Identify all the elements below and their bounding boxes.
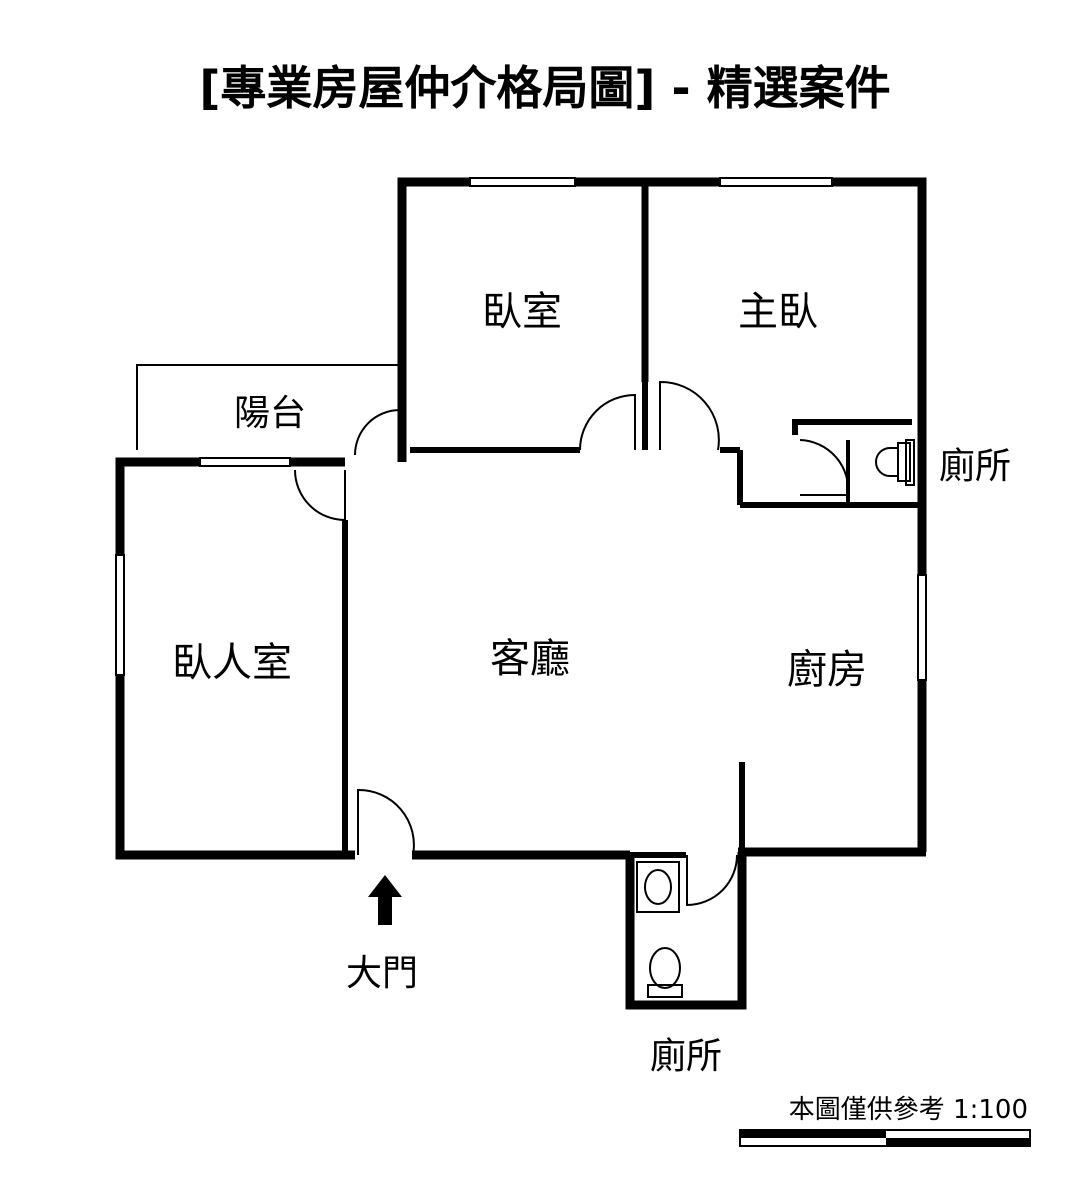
- window-master: [719, 177, 833, 187]
- door-swings: [294, 380, 850, 907]
- label-bedroom: 臥室: [482, 289, 562, 335]
- toilet-south-bowl: [649, 947, 681, 989]
- window-bedroom: [469, 177, 576, 187]
- window-guest-north: [199, 457, 291, 467]
- toilet-east-bowl: [875, 447, 898, 477]
- toilet-east-tank: [897, 442, 911, 482]
- toilet-south-tank: [647, 984, 683, 998]
- label-toilet-east: 廁所: [939, 446, 1011, 487]
- label-guest-room: 臥人室: [172, 640, 292, 686]
- main-door: [357, 788, 415, 856]
- sink-basin: [644, 869, 672, 905]
- guest-room-door: [294, 469, 346, 522]
- scale-bar-segment-bottom: [886, 1138, 1030, 1146]
- window-guest-west: [115, 554, 125, 676]
- sink: [636, 861, 680, 913]
- balcony-door: [354, 408, 401, 456]
- plan-title: [專業房屋仲介格局圖] - 精選案件: [199, 61, 890, 115]
- label-toilet-south: 廁所: [650, 1036, 722, 1077]
- label-master-bedroom: 主臥: [738, 289, 818, 335]
- scale-note: 本圖僅供參考 1:100: [789, 1095, 1028, 1125]
- label-living-room: 客廳: [490, 636, 570, 682]
- entrance-arrow-icon: [368, 875, 402, 925]
- label-balcony: 陽台: [234, 393, 306, 434]
- north-outer-wall: [397, 177, 927, 510]
- toilet-east-door: [799, 439, 850, 496]
- fixtures: [636, 442, 911, 998]
- toilet-east-partition: [792, 419, 912, 435]
- window-kitchen: [917, 574, 927, 681]
- label-kitchen: 廚房: [787, 647, 867, 693]
- toilet-south-walls: [625, 852, 747, 1010]
- label-entrance: 大門: [346, 953, 418, 994]
- toilet-south-door: [686, 854, 738, 907]
- master-door: [659, 380, 720, 451]
- scale-bar-segment-top: [740, 1130, 886, 1138]
- balcony-railing: [136, 364, 402, 450]
- bedroom-door: [579, 393, 636, 451]
- scale-bar: [739, 1129, 1031, 1147]
